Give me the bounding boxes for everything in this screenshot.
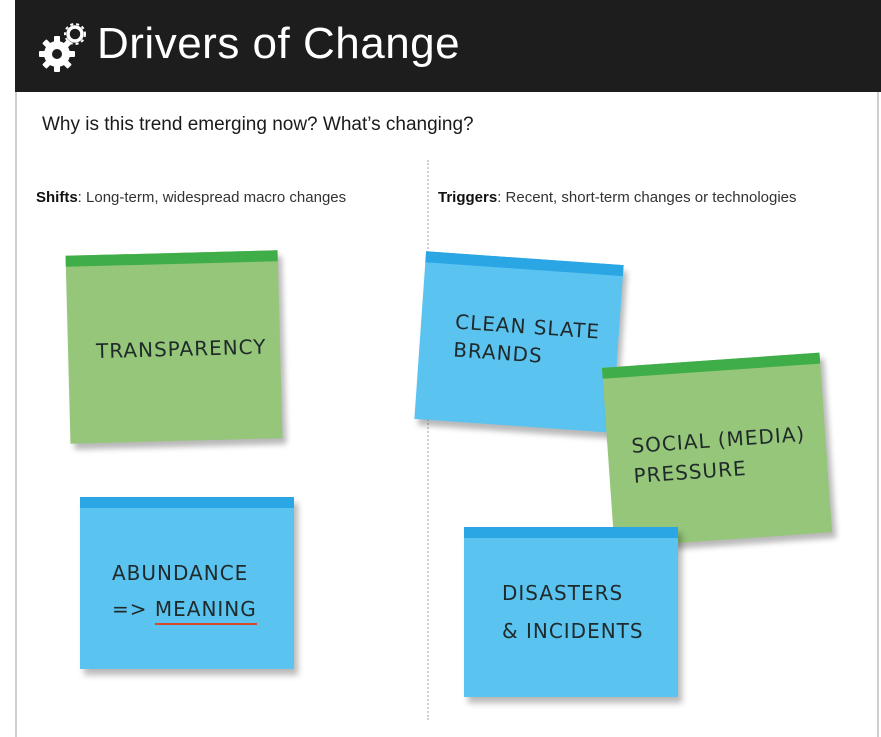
note-band: [80, 497, 294, 508]
page-header: Drivers of Change: [15, 0, 881, 92]
note-arrow-text: =>: [112, 597, 155, 621]
guiding-question: Why is this trend emerging now? What’s c…: [42, 114, 474, 135]
sticky-note-transparency[interactable]: TRANSPARENCY: [65, 250, 283, 444]
note-line-2: => MEANING: [112, 595, 326, 625]
page-title: Drivers of Change: [97, 19, 461, 68]
sticky-note-disasters-incidents[interactable]: DISASTERS & INCIDENTS: [464, 527, 678, 697]
sticky-note-abundance[interactable]: ABUNDANCE => MEANING: [80, 497, 294, 669]
note-text: TRANSPARENCY: [95, 334, 267, 364]
note-band: [464, 527, 678, 538]
shifts-term: Shifts: [36, 189, 78, 206]
content-frame: [15, 92, 879, 737]
column-divider: [427, 160, 429, 720]
sticky-note-clean-slate-brands[interactable]: CLEAN SLATE BRANDS: [414, 251, 624, 433]
note-line-1: DISASTERS: [502, 581, 624, 605]
note-line-1: ABUNDANCE: [112, 561, 249, 585]
gears-icon: [39, 23, 86, 72]
triggers-description: : Recent, short-term changes or technolo…: [497, 189, 797, 206]
shifts-description: : Long-term, widespread macro changes: [77, 189, 347, 206]
note-line-2: & INCIDENTS: [502, 619, 644, 643]
sticky-note-social-media-pressure[interactable]: SOCIAL (MEDIA) PRESSURE: [601, 352, 833, 548]
shifts-label: Shifts: Long-term, widespread macro chan…: [36, 189, 346, 206]
triggers-label: Triggers: Recent, short-term changes or …: [438, 189, 797, 206]
note-underlined-text: MEANING: [154, 597, 257, 625]
triggers-term: Triggers: [438, 189, 498, 206]
